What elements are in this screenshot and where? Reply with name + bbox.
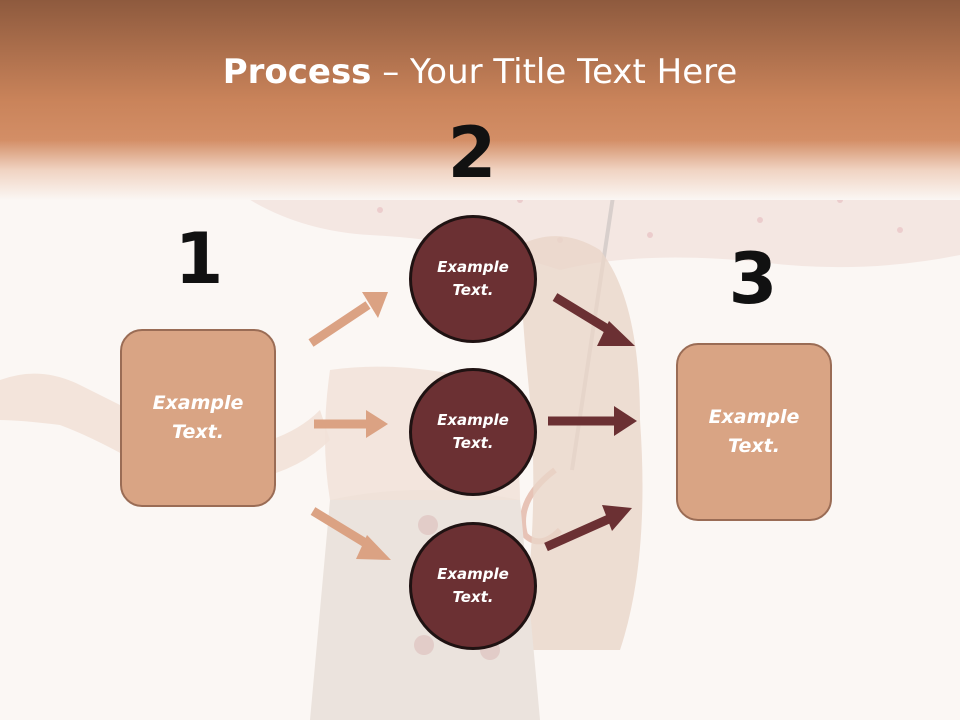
circle-middle-line1: Example	[437, 411, 509, 429]
arrow-left-to-top	[308, 292, 388, 347]
circle-top[interactable]: Example Text.	[409, 215, 537, 343]
step-number-3: 3	[728, 238, 778, 320]
step-3-text-line1: Example	[708, 406, 800, 428]
arrow-left-to-middle	[314, 410, 388, 438]
arrow-top-to-right	[552, 293, 635, 346]
slide-title: Process – Your Title Text Here	[0, 52, 960, 92]
circle-middle[interactable]: Example Text.	[409, 368, 537, 496]
circle-top-line2: Text.	[452, 281, 494, 299]
arrow-left-to-bottom	[310, 507, 391, 560]
step-3-box[interactable]: Example Text.	[676, 343, 832, 521]
title-bold: Process	[222, 52, 372, 92]
step-3-text-line2: Text.	[728, 435, 780, 457]
circle-bottom-line2: Text.	[452, 588, 494, 606]
step-number-2: 2	[447, 112, 497, 194]
step-number-1: 1	[174, 218, 224, 300]
arrow-middle-to-right	[548, 406, 637, 436]
circle-middle-line2: Text.	[452, 434, 494, 452]
step-1-box[interactable]: Example Text.	[120, 329, 276, 507]
step-1-text-line2: Text.	[172, 421, 224, 443]
step-1-text-line1: Example	[152, 392, 244, 414]
circle-bottom-line1: Example	[437, 565, 509, 583]
circle-bottom[interactable]: Example Text.	[409, 522, 537, 650]
title-rest: – Your Title Text Here	[371, 52, 738, 92]
arrow-bottom-to-right	[544, 505, 632, 552]
circle-top-line1: Example	[437, 258, 509, 276]
